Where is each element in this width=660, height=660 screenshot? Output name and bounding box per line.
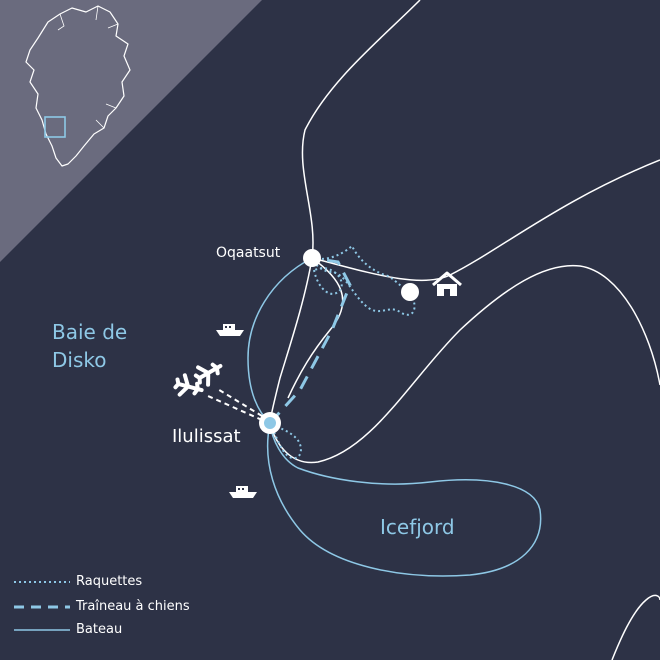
oqaatsut-marker: [303, 249, 321, 267]
dog-sled-route: [268, 256, 352, 425]
flight-route-2: [207, 395, 263, 421]
coastline-north: [269, 0, 421, 424]
disko-bay-label-line1: Baie de: [52, 320, 128, 344]
snowshoe-route-north: [311, 244, 416, 316]
ilulissat-marker-inner: [264, 417, 276, 429]
icefjord-label: Icefjord: [380, 515, 455, 539]
inset-panel: [0, 0, 262, 262]
airplane-icon: [173, 373, 204, 397]
snowshoe-route-loop: [312, 266, 343, 295]
boat-route-north: [247, 257, 313, 424]
disko-bay-label-line2: Disko: [52, 348, 107, 372]
boat-icon: [229, 486, 257, 498]
legend-bateau-label: Bateau: [76, 622, 123, 637]
legend-raquettes-label: Raquettes: [76, 574, 143, 589]
coastline-east: [311, 159, 660, 282]
ilulissat-label: Ilulissat: [172, 426, 241, 447]
coastline-inner: [287, 257, 344, 399]
legend-traineau-label: Traîneau à chiens: [76, 599, 190, 614]
coastline-peninsula: [269, 264, 660, 464]
coastline-southeast: [611, 594, 660, 660]
house-icon: [432, 271, 462, 296]
airplane-icon: [193, 362, 223, 387]
disko-bay-label: Baie de Disko: [52, 318, 127, 374]
boat-icon: [216, 324, 244, 336]
hut-marker: [401, 283, 419, 301]
greenland-inset-detail: [57, 5, 119, 129]
snowshoe-route-south: [269, 422, 302, 460]
greenland-inset-map: [25, 5, 131, 167]
oqaatsut-label: Oqaatsut: [216, 245, 281, 261]
boat-route-icefjord: [266, 422, 542, 577]
inset-location-box: [44, 116, 66, 138]
